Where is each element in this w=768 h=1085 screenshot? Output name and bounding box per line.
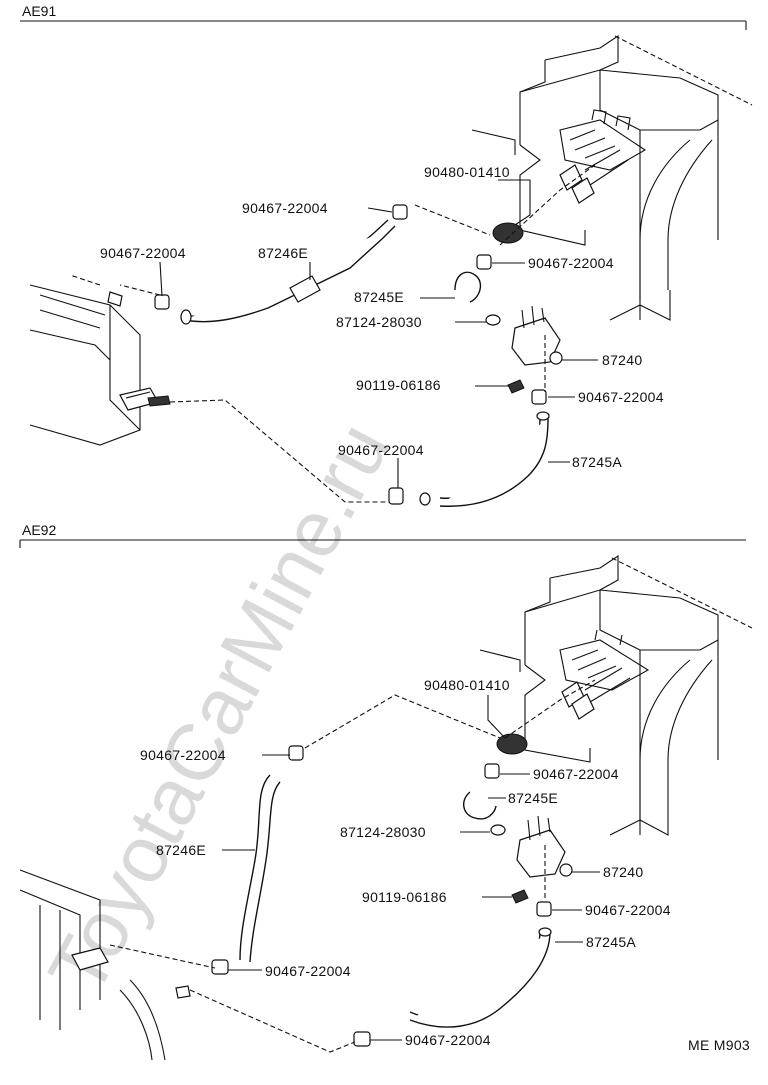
gasket-icon bbox=[496, 733, 528, 755]
label-clamp: 90467-22004 bbox=[140, 747, 226, 763]
label-clamp: 90467-22004 bbox=[100, 245, 186, 261]
label-gasket: 90480-01410 bbox=[424, 677, 510, 693]
hose-end bbox=[419, 492, 431, 506]
bolt-icon bbox=[507, 379, 525, 394]
hose-end bbox=[538, 927, 552, 937]
leader-line bbox=[159, 261, 163, 297]
connection-line bbox=[69, 274, 161, 296]
hose-87245e bbox=[463, 791, 497, 820]
label-clamp: 90467-22004 bbox=[265, 963, 351, 979]
washer-icon bbox=[485, 314, 501, 326]
connection-line bbox=[189, 989, 356, 1053]
heater-unit bbox=[479, 554, 753, 836]
heater-unit bbox=[471, 34, 753, 321]
radiator-tank bbox=[29, 284, 171, 446]
water-valve-icon bbox=[511, 305, 563, 366]
section-ae92: AE92 bbox=[19, 522, 753, 1061]
label-clamp: 90467-22004 bbox=[578, 389, 664, 405]
diagram-code: ME M903 bbox=[688, 1037, 750, 1053]
watermark: ToyotaCarMine.ru bbox=[31, 409, 406, 1008]
label-hose: 87246E bbox=[258, 245, 308, 261]
label-clamp: 90467-22004 bbox=[533, 766, 619, 782]
label-bolt: 90119-06186 bbox=[356, 377, 441, 393]
label-valve: 87240 bbox=[602, 352, 642, 368]
connection-line bbox=[109, 944, 216, 969]
connection-line bbox=[304, 694, 501, 749]
label-clamp: 90467-22004 bbox=[338, 442, 424, 458]
radiator-tank bbox=[19, 869, 191, 1061]
hose-87245a-edge bbox=[409, 931, 551, 1028]
bolt-icon bbox=[511, 889, 529, 904]
label-washer: 87124-28030 bbox=[336, 314, 422, 330]
section-title-ae92: AE92 bbox=[22, 522, 56, 538]
washer-icon bbox=[490, 824, 506, 836]
water-valve-icon bbox=[516, 815, 573, 878]
hose-end bbox=[536, 411, 550, 421]
label-clamp: 90467-22004 bbox=[528, 255, 614, 271]
section-ae91: AE91 bbox=[20, 3, 753, 507]
connection-line bbox=[504, 679, 596, 739]
connection-line bbox=[499, 164, 596, 246]
section-title-ae91: AE91 bbox=[22, 3, 56, 19]
leader-line bbox=[498, 179, 531, 226]
hose-87246e-edge bbox=[249, 781, 281, 963]
label-clamp: 90467-22004 bbox=[242, 200, 328, 216]
hose-87245e bbox=[454, 271, 482, 303]
label-clamp: 90467-22004 bbox=[585, 902, 671, 918]
gasket-icon bbox=[492, 222, 524, 244]
hose-sleeve bbox=[289, 275, 321, 303]
hose-87245a-edge bbox=[439, 417, 549, 507]
label-clamp: 90467-22004 bbox=[405, 1032, 491, 1048]
clamp-icon bbox=[211, 745, 552, 1047]
label-hose: 87245A bbox=[586, 934, 636, 950]
connection-line bbox=[169, 399, 389, 503]
connection-line bbox=[414, 204, 491, 236]
label-hose: 87245E bbox=[508, 790, 558, 806]
leader-line bbox=[487, 695, 506, 739]
label-gasket: 90480-01410 bbox=[424, 164, 510, 180]
label-hose: 87245A bbox=[572, 454, 622, 470]
label-washer: 87124-28030 bbox=[340, 824, 426, 840]
label-bolt: 90119-06186 bbox=[362, 889, 447, 905]
hose-end bbox=[180, 309, 192, 325]
leader-line bbox=[367, 207, 393, 213]
label-hose: 87245E bbox=[354, 289, 404, 305]
hose-87246e bbox=[239, 774, 271, 961]
hose-87246e-edge bbox=[184, 225, 396, 323]
label-hose: 87246E bbox=[156, 842, 206, 858]
label-valve: 87240 bbox=[603, 864, 643, 880]
